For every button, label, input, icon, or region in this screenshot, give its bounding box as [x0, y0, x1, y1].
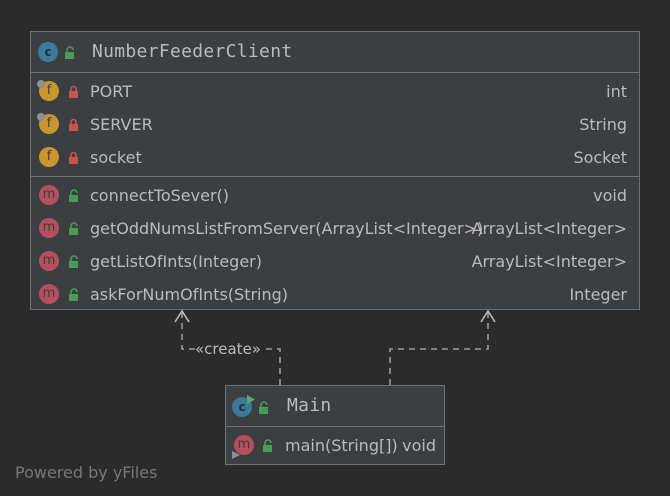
method-return-type: void	[402, 436, 436, 455]
method-return-type: ArrayList<Integer>	[471, 219, 627, 238]
method-row-getoddnumslistfromserver[interactable]: m getOddNumsListFromServer(ArrayList<Int…	[31, 212, 639, 245]
method-name: getListOfInts(Integer)	[90, 252, 262, 271]
dependency-edge[interactable]	[389, 312, 489, 385]
class-header: c Main	[226, 386, 444, 427]
field-row-server[interactable]: f SERVER String	[31, 108, 639, 141]
class-name: Main	[287, 395, 332, 416]
method-return-type: void	[593, 186, 627, 205]
method-icon: m	[234, 435, 254, 455]
powered-by-watermark: Powered by yFiles	[15, 463, 158, 482]
public-lock-icon	[69, 189, 78, 202]
private-lock-icon	[69, 151, 78, 164]
methods-section: m connectToSever() void m getOddNumsList…	[31, 177, 639, 313]
field-icon: f	[39, 147, 59, 167]
method-icon: m	[39, 218, 59, 238]
method-icon: m	[39, 185, 59, 205]
methods-section: m main(String[]) void	[226, 427, 444, 464]
create-edge-arrowhead	[174, 309, 190, 323]
method-name: connectToSever()	[90, 186, 229, 205]
method-row-askfornumofints[interactable]: m askForNumOfInts(String) Integer	[31, 278, 639, 311]
field-name: socket	[90, 148, 142, 167]
field-name: SERVER	[90, 115, 153, 134]
method-return-type: ArrayList<Integer>	[471, 252, 627, 271]
method-name: main(String[])	[285, 436, 398, 455]
static-marker-icon	[37, 80, 45, 88]
field-row-socket[interactable]: f socket Socket	[31, 141, 639, 174]
private-lock-icon	[69, 118, 78, 131]
field-type: int	[606, 82, 627, 101]
create-edge-label: «create»	[195, 340, 261, 358]
public-lock-icon	[69, 222, 78, 235]
field-type: Socket	[573, 148, 627, 167]
public-lock-icon	[65, 46, 74, 59]
run-marker-icon	[232, 451, 240, 459]
method-row-main[interactable]: m main(String[]) void	[226, 429, 444, 462]
class-header: c NumberFeederClient	[31, 32, 639, 73]
public-lock-icon	[263, 439, 272, 452]
class-box-main[interactable]: c Main m main(String[]) void	[225, 385, 445, 465]
run-marker-icon	[247, 395, 255, 404]
dependency-edge-arrowhead	[480, 309, 496, 323]
class-box-numberfeederclient[interactable]: c NumberFeederClient f PORT int f SERVER	[30, 31, 640, 310]
field-row-port[interactable]: f PORT int	[31, 75, 639, 108]
method-icon: m	[39, 284, 59, 304]
public-lock-icon	[69, 288, 78, 301]
method-name: getOddNumsListFromServer(ArrayList<Integ…	[90, 219, 484, 238]
method-name: askForNumOfInts(String)	[90, 285, 289, 304]
field-name: PORT	[90, 82, 132, 101]
method-row-connecttosever[interactable]: m connectToSever() void	[31, 179, 639, 212]
field-type: String	[579, 115, 627, 134]
public-lock-icon	[69, 255, 78, 268]
static-marker-icon	[37, 113, 45, 121]
method-icon: m	[39, 251, 59, 271]
method-row-getlistofints[interactable]: m getListOfInts(Integer) ArrayList<Integ…	[31, 245, 639, 278]
private-lock-icon	[69, 85, 78, 98]
class-name: NumberFeederClient	[92, 41, 293, 62]
fields-section: f PORT int f SERVER String f	[31, 73, 639, 177]
method-return-type: Integer	[569, 285, 627, 304]
public-lock-icon	[259, 401, 268, 414]
class-icon: c	[38, 42, 58, 62]
